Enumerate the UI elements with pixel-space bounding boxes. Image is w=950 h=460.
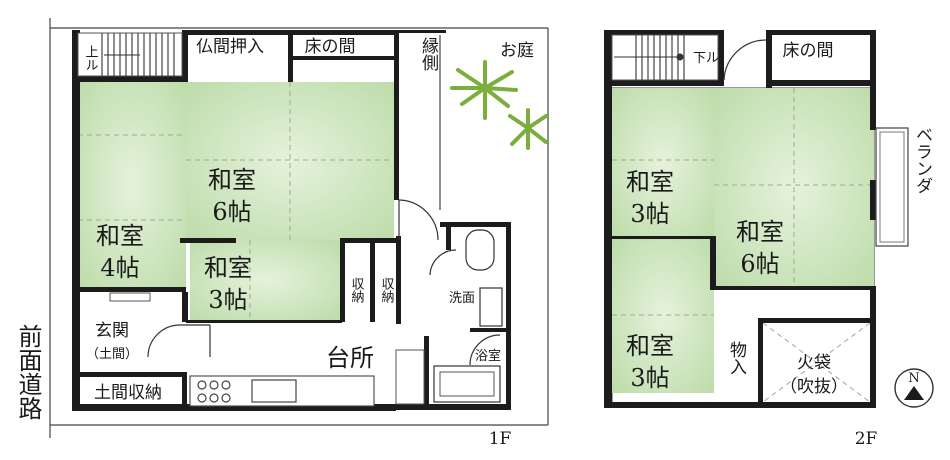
tatami-4jo [78, 82, 186, 287]
north-compass-icon: N [894, 368, 934, 408]
floor1-label: 1F [489, 429, 512, 449]
room-2f-6jo-size: 6帖 [740, 250, 779, 278]
storage1-label: 収納 [349, 277, 365, 304]
butsuma-label: 仏間押入 [196, 37, 264, 57]
hibukuro-label: 火袋 [797, 353, 831, 373]
room-3jo-name: 和室 [204, 254, 252, 282]
stairs-up-label: 上ル [83, 45, 99, 71]
stairs-up [77, 32, 183, 77]
room-6jo-size: 6帖 [212, 198, 251, 226]
sink-icon [479, 287, 503, 327]
room-3jo-size: 3帖 [208, 286, 247, 314]
floor2-label: 2F [855, 429, 878, 449]
storage2-label: 収納 [379, 277, 395, 304]
stairs-down [611, 34, 719, 81]
compass-n-label: N [908, 371, 919, 386]
tatami-3jo [190, 240, 342, 320]
room-2f-3jo-b-size: 3帖 [630, 364, 669, 392]
garden-label: お庭 [500, 41, 534, 61]
toilet-icon [465, 229, 495, 271]
doma-storage-label: 土間収納 [94, 383, 162, 403]
bath-label: 浴室 [475, 348, 501, 364]
room-6jo-name: 和室 [208, 166, 256, 194]
fukinuke-label: （吹抜） [780, 377, 848, 397]
veranda [875, 127, 909, 247]
stairs-down-label: 下ル [693, 51, 719, 66]
bathtub-icon [433, 365, 501, 403]
doma-label: （土間） [86, 347, 138, 362]
road-label: 前面道路 [14, 324, 42, 420]
room-2f-6jo-name: 和室 [736, 218, 784, 246]
tokonoma-1f-label: 床の間 [305, 37, 356, 57]
tatami-6jo [186, 82, 394, 240]
veranda-label: ベランダ [912, 126, 932, 194]
room-2f-3jo-a-name: 和室 [626, 168, 674, 196]
kitchen-label: 台所 [326, 344, 374, 372]
room-4jo-name: 和室 [96, 222, 144, 250]
engawa-label: 縁側 [418, 37, 439, 71]
kitchen-counter [189, 375, 375, 407]
floor2-plan: 和室 3帖 和室 6帖 和室 3帖 床の間 ベランダ 物入 火袋 （吹抜） 下ル… [604, 30, 932, 449]
room-2f-3jo-b-name: 和室 [626, 332, 674, 360]
tatami-2f-3jo-a [612, 88, 714, 238]
garden-plant-icon [450, 60, 548, 150]
room-2f-3jo-a-size: 3帖 [630, 200, 669, 228]
washroom-label: 洗面 [449, 291, 475, 306]
floor1-plan: 和室 6帖 和室 4帖 和室 3帖 仏間押入 床の間 縁側 お庭 玄関 （土間）… [49, 18, 549, 449]
genkan-label: 玄関 [95, 321, 129, 341]
tokonoma-2f-label: 床の間 [783, 41, 834, 61]
closet-label: 物入 [726, 341, 747, 375]
room-4jo-size: 4帖 [100, 254, 139, 282]
